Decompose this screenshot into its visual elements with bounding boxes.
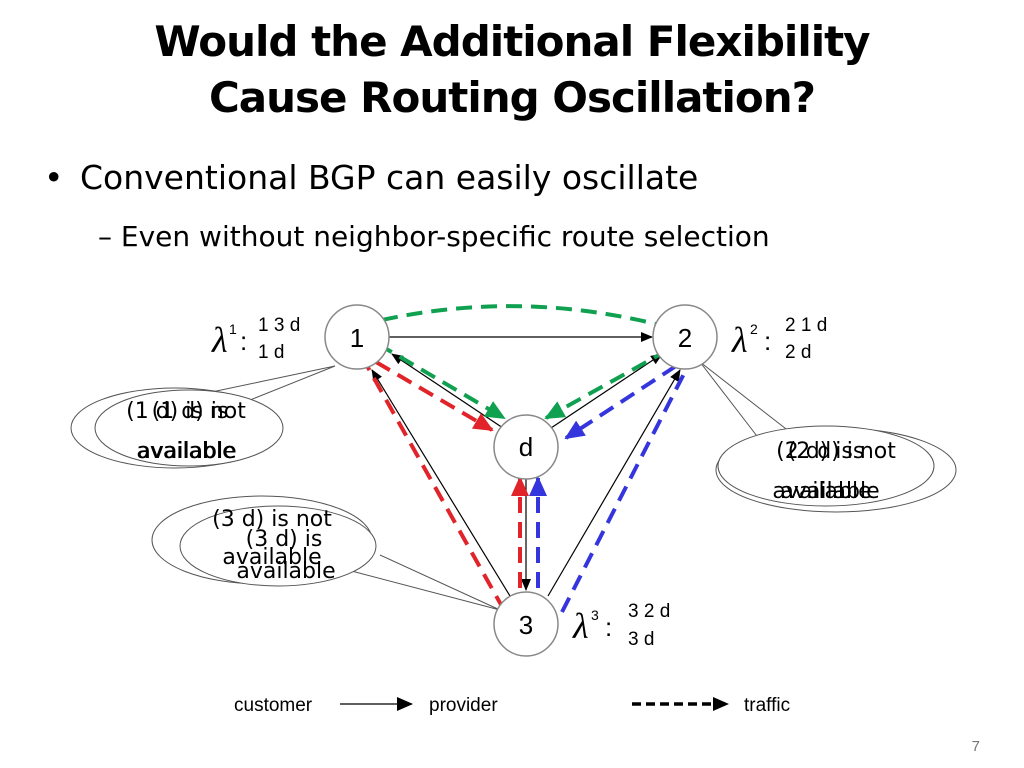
traffic-green-1-d [376,342,506,420]
callout-2-ghost-line-2: available [780,479,879,504]
callout-3-line-1: (3 d) is not [212,507,332,532]
lambda-1-colon: : [240,326,247,356]
lambda-1-symbol: λ [211,320,228,360]
node-d-label: d [519,432,533,462]
legend-traffic-label: traffic [744,695,790,716]
edge-d-to-1 [391,353,507,431]
ranking-3-pref-1: 3 2 d [628,601,670,622]
node-1-label: 1 [350,323,364,353]
bullet-text: Conventional BGP can easily oscillate [80,158,699,197]
title-line-1: Would the Additional Flexibility [154,17,870,66]
callout-2-line-2: available [772,479,871,504]
callout-node-2: (2 d) is available (2 d) is not availabl… [699,361,957,513]
ranking-node-2: λ 2 : 2 1 d 2 d [731,315,827,363]
node-d: d [493,414,559,480]
sub-bullet-item: – Even without neighbor-specific route s… [98,218,770,256]
slide-title: Would the Additional Flexibility Cause R… [0,14,1024,126]
node-2: 2 [652,304,718,370]
legend-customer-label: customer [234,695,313,716]
dash-icon: – [98,220,121,253]
callout-node-3: (3 d) is available (3 d) is not availabl… [151,495,501,611]
sub-bullet-text: Even without neighbor-specific route sel… [120,220,770,253]
lambda-3-colon: : [605,612,612,642]
traffic-blue-3-2 [560,361,692,613]
callout-3-ghost-line-2: available [236,559,335,584]
lambda-3-sup: 3 [591,607,599,623]
callout-1-line-1: (1 d) is not [126,399,246,424]
lambda-3-symbol: λ [572,606,589,646]
node-2-label: 2 [678,323,692,353]
traffic-red-3-1 [364,363,506,611]
node-3: 3 [493,591,559,657]
legend-provider-label: provider [429,695,498,716]
lambda-1-sup: 1 [229,321,237,337]
edge-d-to-2 [547,353,663,431]
edge-3-to-1 [371,369,511,597]
callout-node-1: (1 d) is available (1 d) is not availabl… [70,365,336,469]
edge-3-to-2 [547,369,681,597]
callout-1-line-2: available [136,439,235,464]
lambda-2-colon: : [764,326,771,356]
ranking-3-pref-2: 3 d [628,629,654,650]
ranking-2-pref-1: 2 1 d [785,315,827,336]
callout-3-ghost-line-1: (3 d) is [246,527,323,552]
callout-1-ghost-line-2: available [137,439,236,464]
traffic-blue-2-d [564,364,678,440]
node-3-label: 3 [519,610,533,640]
bullet-dot-icon: • [44,158,64,197]
callout-2-ghost-line-1: (2 d) is [788,439,865,464]
lambda-2-symbol: λ [731,320,748,360]
traffic-green-1-2 [381,304,661,327]
ranking-node-3: λ 3 : 3 2 d 3 d [572,601,670,650]
traffic-red-1-d [374,360,494,432]
callout-1-ghost-line-1: (1 d) is [152,399,229,424]
ranking-1-pref-1: 1 3 d [258,315,300,336]
ranking-node-1: λ 1 : 1 3 d 1 d [211,315,300,363]
page-number: 7 [971,738,980,755]
traffic-paths [364,304,692,613]
ranking-2-pref-2: 2 d [785,342,811,363]
callout-3-line-2: available [222,545,321,570]
title-line-2: Cause Routing Oscillation? [208,73,816,122]
callout-2-line-1: (2 d) is not [776,439,896,464]
ranking-1-pref-2: 1 d [258,342,284,363]
bullet-item: • Conventional BGP can easily oscillate [44,156,698,200]
lambda-2-sup: 2 [750,321,758,337]
node-1: 1 [324,304,390,370]
legend: customer provider traffic [234,695,790,716]
